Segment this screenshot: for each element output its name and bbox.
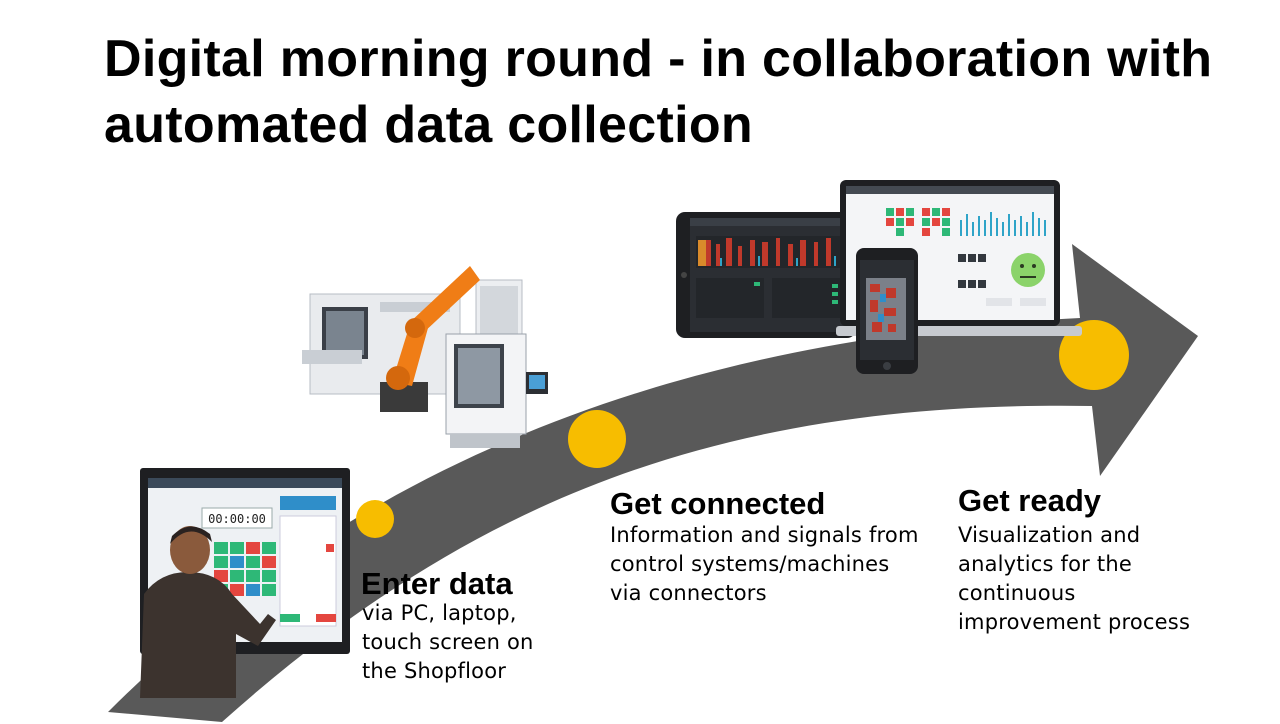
page-title: Digital morning round - in collaboration…	[104, 30, 1213, 154]
step-get-ready-heading: Get ready	[958, 483, 1102, 518]
robot-machine-photo	[302, 266, 548, 448]
arrow-body	[108, 244, 1198, 722]
step-get-connected-description: Information and signals from control sys…	[610, 523, 919, 605]
step-enter-data-description: via PC, laptop, touch screen on the Shop…	[362, 601, 534, 683]
svg-text:00:00:00: 00:00:00	[208, 512, 266, 526]
milestone-marker-get-connected	[568, 410, 626, 468]
milestone-marker-get-ready	[1059, 320, 1129, 390]
step-enter-data-heading: Enter data	[361, 566, 513, 601]
smiley-face-icon	[1011, 253, 1045, 287]
phone-dashboard	[856, 248, 918, 374]
milestone-marker-enter-data	[356, 500, 394, 538]
step-get-connected-heading: Get connected	[610, 486, 826, 521]
touch-screen-photo: 00:00:00	[140, 468, 350, 698]
tablet-dashboard	[676, 212, 856, 338]
step-get-ready-description: Visualization and analytics for the cont…	[958, 523, 1191, 634]
